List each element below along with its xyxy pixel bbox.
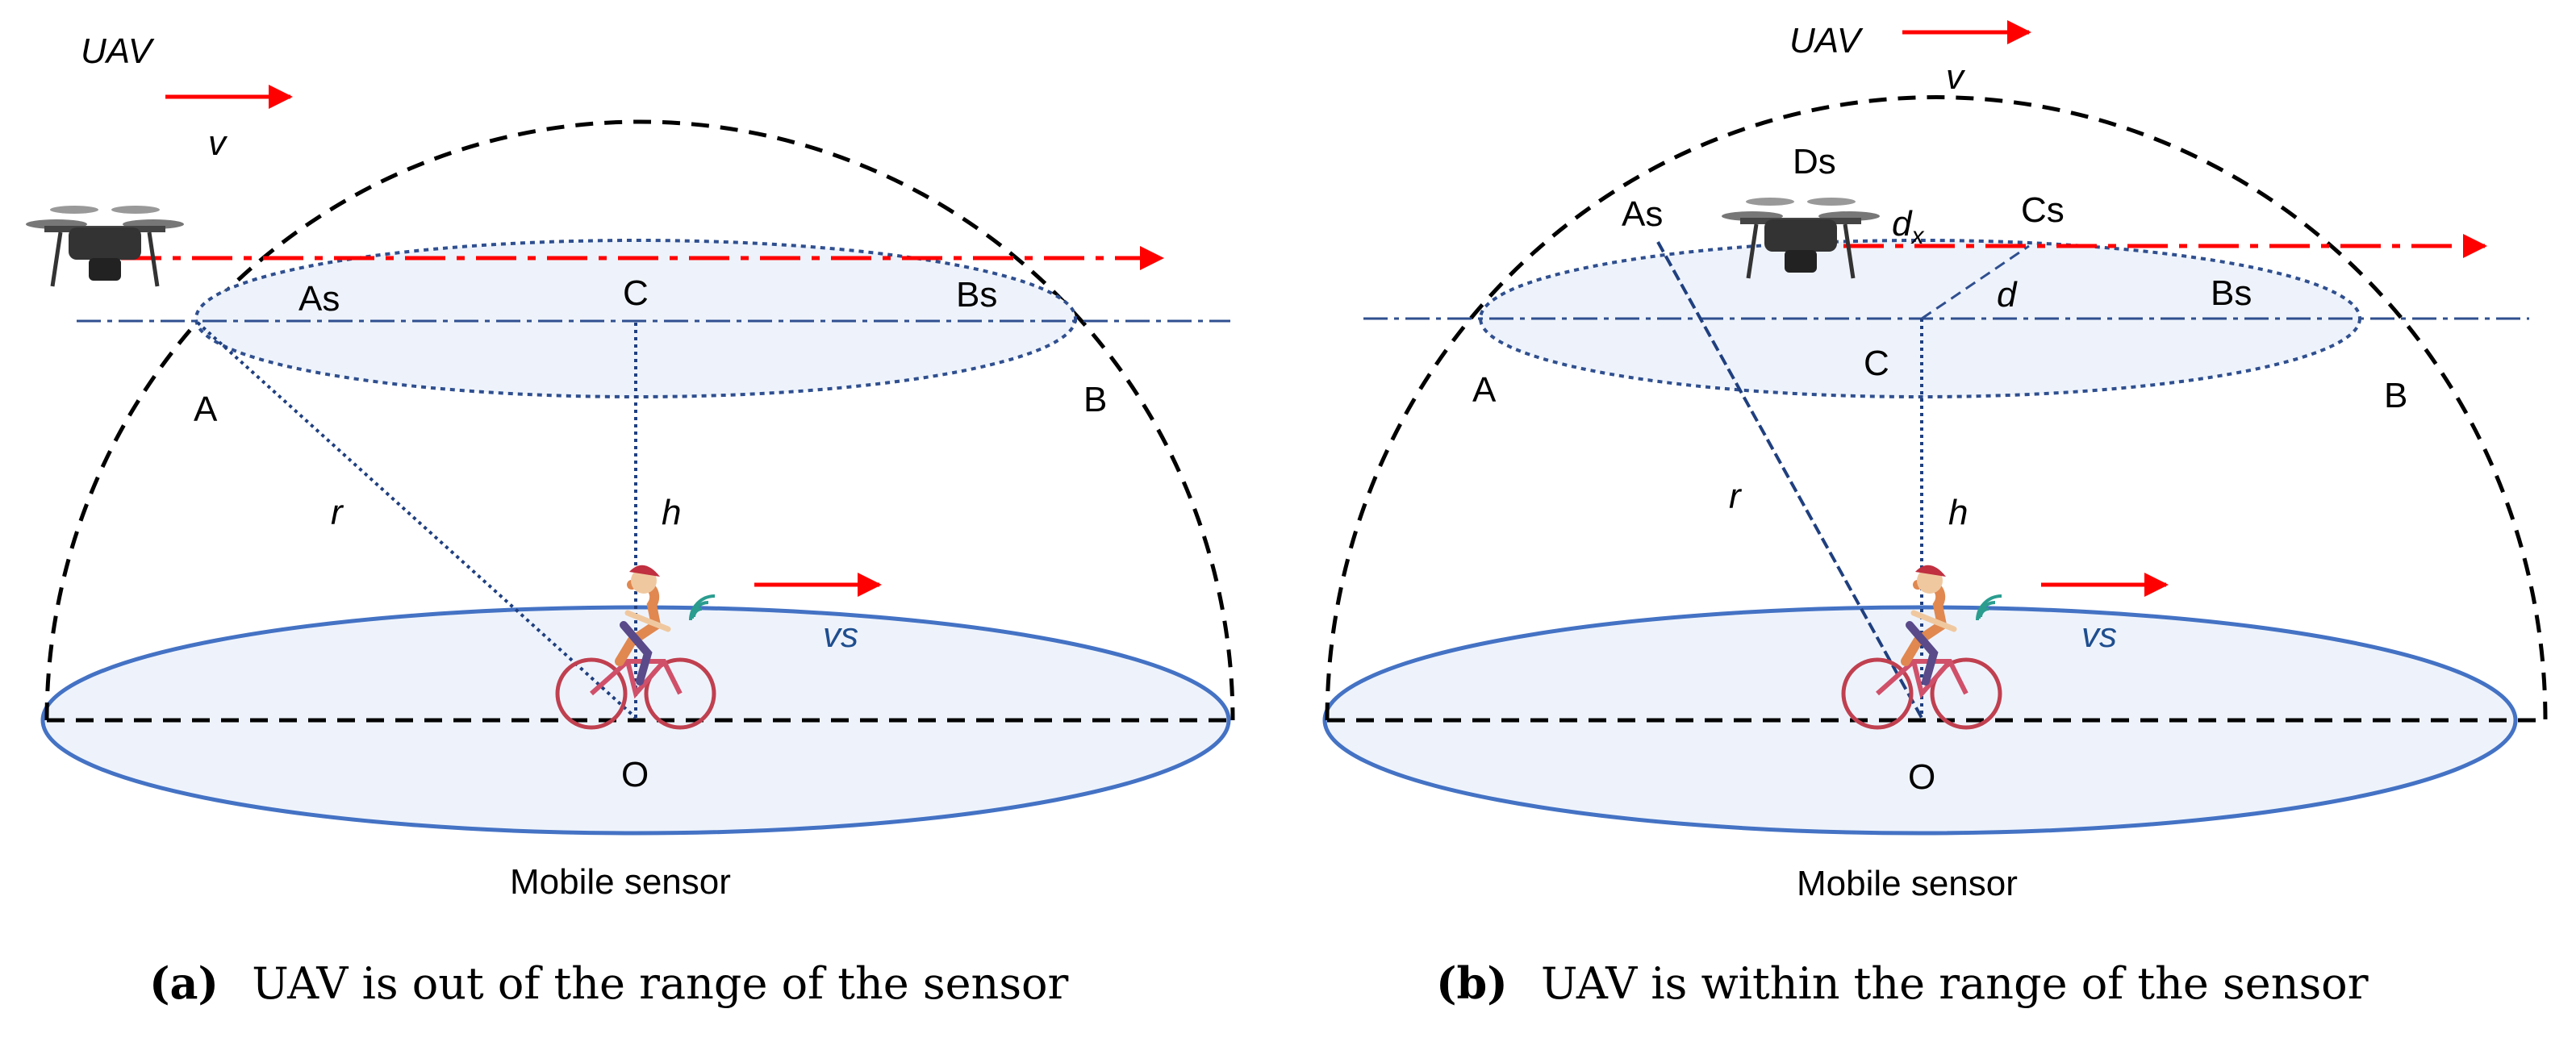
caption-b-text: UAV is within the range of the sensor xyxy=(1541,958,2369,1009)
caption-a-tag: (a) xyxy=(149,957,219,1009)
point-b-label: B xyxy=(1083,380,1107,419)
uav-velocity-label: v xyxy=(1946,57,1966,97)
range-label: r xyxy=(1729,477,1743,516)
dx-label: dx xyxy=(1892,204,1924,249)
caption-b: (b) UAV is within the range of the senso… xyxy=(1436,957,2369,1009)
uav-label: UAV xyxy=(1789,21,1864,60)
point-a-label: A xyxy=(194,390,218,429)
range-label: r xyxy=(331,493,344,532)
height-label: h xyxy=(662,493,681,532)
caption-b-tag: (b) xyxy=(1436,957,1508,1009)
caption-a-text: UAV is out of the range of the sensor xyxy=(252,958,1068,1009)
point-c-label: C xyxy=(1864,344,1889,383)
coverage-ellipse xyxy=(194,239,1077,398)
uav-label: UAV xyxy=(81,31,155,71)
dome-outline xyxy=(44,119,1235,721)
wifi-signal-icon xyxy=(689,594,716,621)
offset-d-label: d xyxy=(1997,275,2018,315)
uav-velocity-label: v xyxy=(208,123,228,163)
point-a-label: A xyxy=(1472,370,1497,410)
point-as-label: As xyxy=(1622,194,1663,234)
dome-outline xyxy=(1325,95,2548,721)
range-line xyxy=(1656,241,1923,719)
point-c-label: C xyxy=(623,273,649,313)
sensor-velocity-label: vs xyxy=(823,615,858,655)
offset-line-d xyxy=(1921,244,2030,320)
sensor-velocity-label: vs xyxy=(2081,615,2117,655)
dx-subscript: x xyxy=(1910,223,1924,249)
height-label: h xyxy=(1948,493,1968,532)
point-as-label: As xyxy=(299,279,340,319)
panel-a: UAV v As C Bs A B r h vs O Mobile sensor… xyxy=(26,31,1235,1009)
point-cs-label: Cs xyxy=(2021,190,2065,230)
panel-b: UAV v Ds As dx Cs d Bs C A B r h vs O Mo… xyxy=(1322,20,2548,1009)
point-o-label: O xyxy=(1908,757,1935,797)
point-b-label: B xyxy=(2384,376,2407,415)
mobile-sensor-label: Mobile sensor xyxy=(1797,864,2018,903)
mobile-sensor-label: Mobile sensor xyxy=(510,862,731,902)
cyclist-icon xyxy=(555,565,716,730)
point-o-label: O xyxy=(621,755,649,794)
point-bs-label: Bs xyxy=(2211,273,2252,313)
wifi-signal-icon xyxy=(1976,594,2002,621)
point-bs-label: Bs xyxy=(956,275,997,315)
dx-symbol: d xyxy=(1892,204,1913,244)
drone-icon xyxy=(1722,198,1880,279)
caption-a: (a) UAV is out of the range of the senso… xyxy=(149,957,1069,1009)
drone-icon xyxy=(26,206,184,287)
cyclist-icon xyxy=(1841,565,2002,730)
point-ds-label: Ds xyxy=(1793,142,1836,181)
